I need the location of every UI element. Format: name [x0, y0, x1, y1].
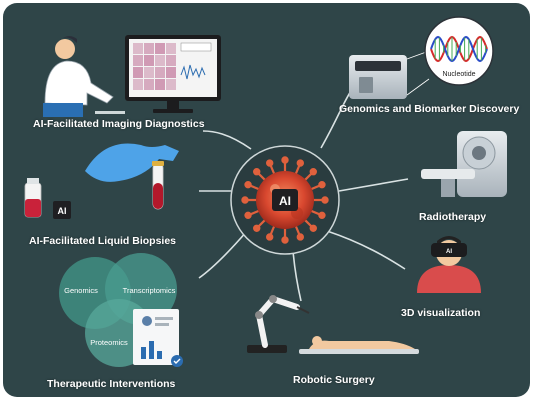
doctor-head-icon — [55, 39, 75, 59]
venn-label-transcriptomics: Transcriptomics — [123, 286, 176, 295]
biopsy-chip-icon — [53, 201, 71, 219]
connector-radiotherapy — [338, 178, 409, 192]
check-icon — [171, 355, 183, 367]
connector-visualization — [326, 230, 406, 270]
visualization-label: 3D visualization — [401, 307, 481, 319]
gloved-hand-icon — [85, 143, 179, 182]
imaging-illustration — [43, 35, 221, 117]
connector-imaging — [202, 130, 252, 150]
connector-genomics — [320, 90, 352, 149]
person-shirt-icon — [417, 265, 481, 293]
connector-surgery — [292, 250, 302, 302]
venn-label-genomics: Genomics — [64, 286, 98, 295]
central-ai-node: AI — [230, 145, 340, 255]
biopsy-illustration: AI — [24, 143, 179, 219]
venn-label-proteomics: Proteomics — [90, 338, 128, 347]
lab-coat-icon — [44, 60, 114, 106]
operating-table-icon — [299, 349, 419, 354]
imaging-label: AI-Facilitated Imaging Diagnostics — [33, 118, 205, 130]
genomics-illustration: Nucleotide — [349, 16, 494, 99]
center-ai-text: AI — [279, 194, 291, 208]
surgery-illustration — [247, 295, 419, 354]
radiotherapy-illustration — [421, 131, 507, 197]
diagram-artwork: AI — [24, 16, 507, 367]
headset-text: AI — [446, 249, 452, 255]
biopsy-label: AI-Facilitated Liquid Biopsies — [29, 235, 177, 247]
ai-chip-icon — [272, 189, 298, 211]
radiotherapy-label: Radiotherapy — [419, 211, 487, 223]
diagram-panel: AI — [3, 3, 530, 397]
therapeutic-illustration: Genomics Transcriptomics Proteomics — [59, 253, 183, 367]
patient-icon — [309, 340, 415, 349]
nucleotide-text: Nucleotide — [442, 71, 475, 78]
biopsy-chip-text: AI — [58, 206, 67, 216]
genomics-label: Genomics and Biomarker Discovery — [339, 103, 520, 115]
robot-base-icon — [247, 345, 287, 353]
connector-lines — [198, 90, 409, 302]
therapeutic-label: Therapeutic Interventions — [47, 378, 176, 390]
connector-therapeutic — [198, 230, 248, 279]
surgery-label: Robotic Surgery — [293, 374, 375, 386]
robot-arm-icon — [255, 295, 300, 348]
visualization-illustration: AI — [417, 236, 481, 293]
vr-headset-icon — [431, 243, 467, 257]
